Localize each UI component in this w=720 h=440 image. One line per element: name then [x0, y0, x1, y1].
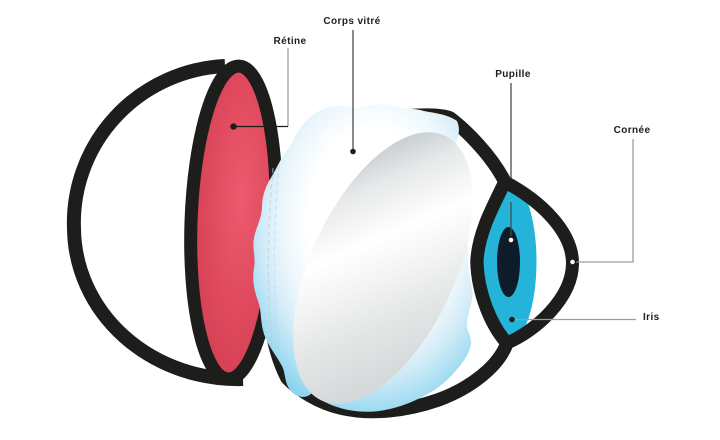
- sclera-shell-outline: [66, 59, 244, 387]
- pupil-disc: [497, 227, 520, 297]
- cornee-leader: [576, 139, 634, 263]
- corps-vitre-marker-dot: [350, 148, 356, 155]
- pupille-marker-ring: [507, 236, 515, 244]
- iris-marker-dot: [509, 316, 515, 323]
- leader-markers: [230, 123, 577, 323]
- label-retine: Rétine: [273, 36, 307, 47]
- cornea-outline: [470, 175, 580, 350]
- retine-marker-dot: [230, 123, 237, 130]
- lens: [293, 132, 473, 404]
- back-eyeball-shell: [66, 59, 283, 387]
- label-corps-vitre: Corps vitré: [323, 16, 381, 27]
- vitreous-streaks: [267, 164, 280, 353]
- leader-lines: [236, 30, 636, 321]
- label-pupille: Pupille: [495, 69, 531, 80]
- cornee-marker-ring: [568, 258, 577, 266]
- label-cornee: Cornée: [613, 125, 651, 136]
- label-iris: Iris: [643, 312, 660, 323]
